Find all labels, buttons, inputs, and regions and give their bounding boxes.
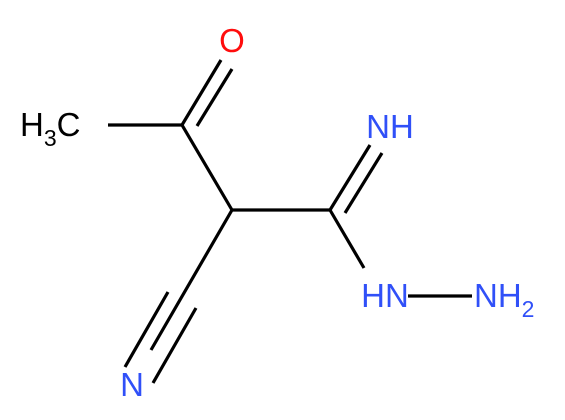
- hydrazine-hn-label: HN: [361, 277, 409, 314]
- imine-nh-label: NH: [366, 108, 414, 145]
- bond-amidine-imine-1: [328, 144, 372, 211]
- oxygen-label: O: [219, 22, 245, 59]
- bond-carbonyl-oxygen-2: [195, 68, 234, 127]
- bonds: [108, 59, 472, 384]
- bond-nitrile-triple-left: [123, 291, 170, 368]
- bond-nitrile-triple-right: [151, 307, 198, 384]
- nitrile-n-label: N: [120, 366, 144, 403]
- methyl-label: H3C: [20, 106, 80, 151]
- bond-alpha-nitrile: [149, 209, 234, 351]
- bond-amidine-imine-2: [343, 152, 384, 214]
- bond-carbonyl-oxygen-1: [180, 59, 223, 126]
- hydrazine-nh2-label: NH2: [474, 277, 534, 322]
- bond-amidine-hydrazine: [328, 209, 366, 269]
- bond-carbonyl-alpha: [180, 124, 234, 211]
